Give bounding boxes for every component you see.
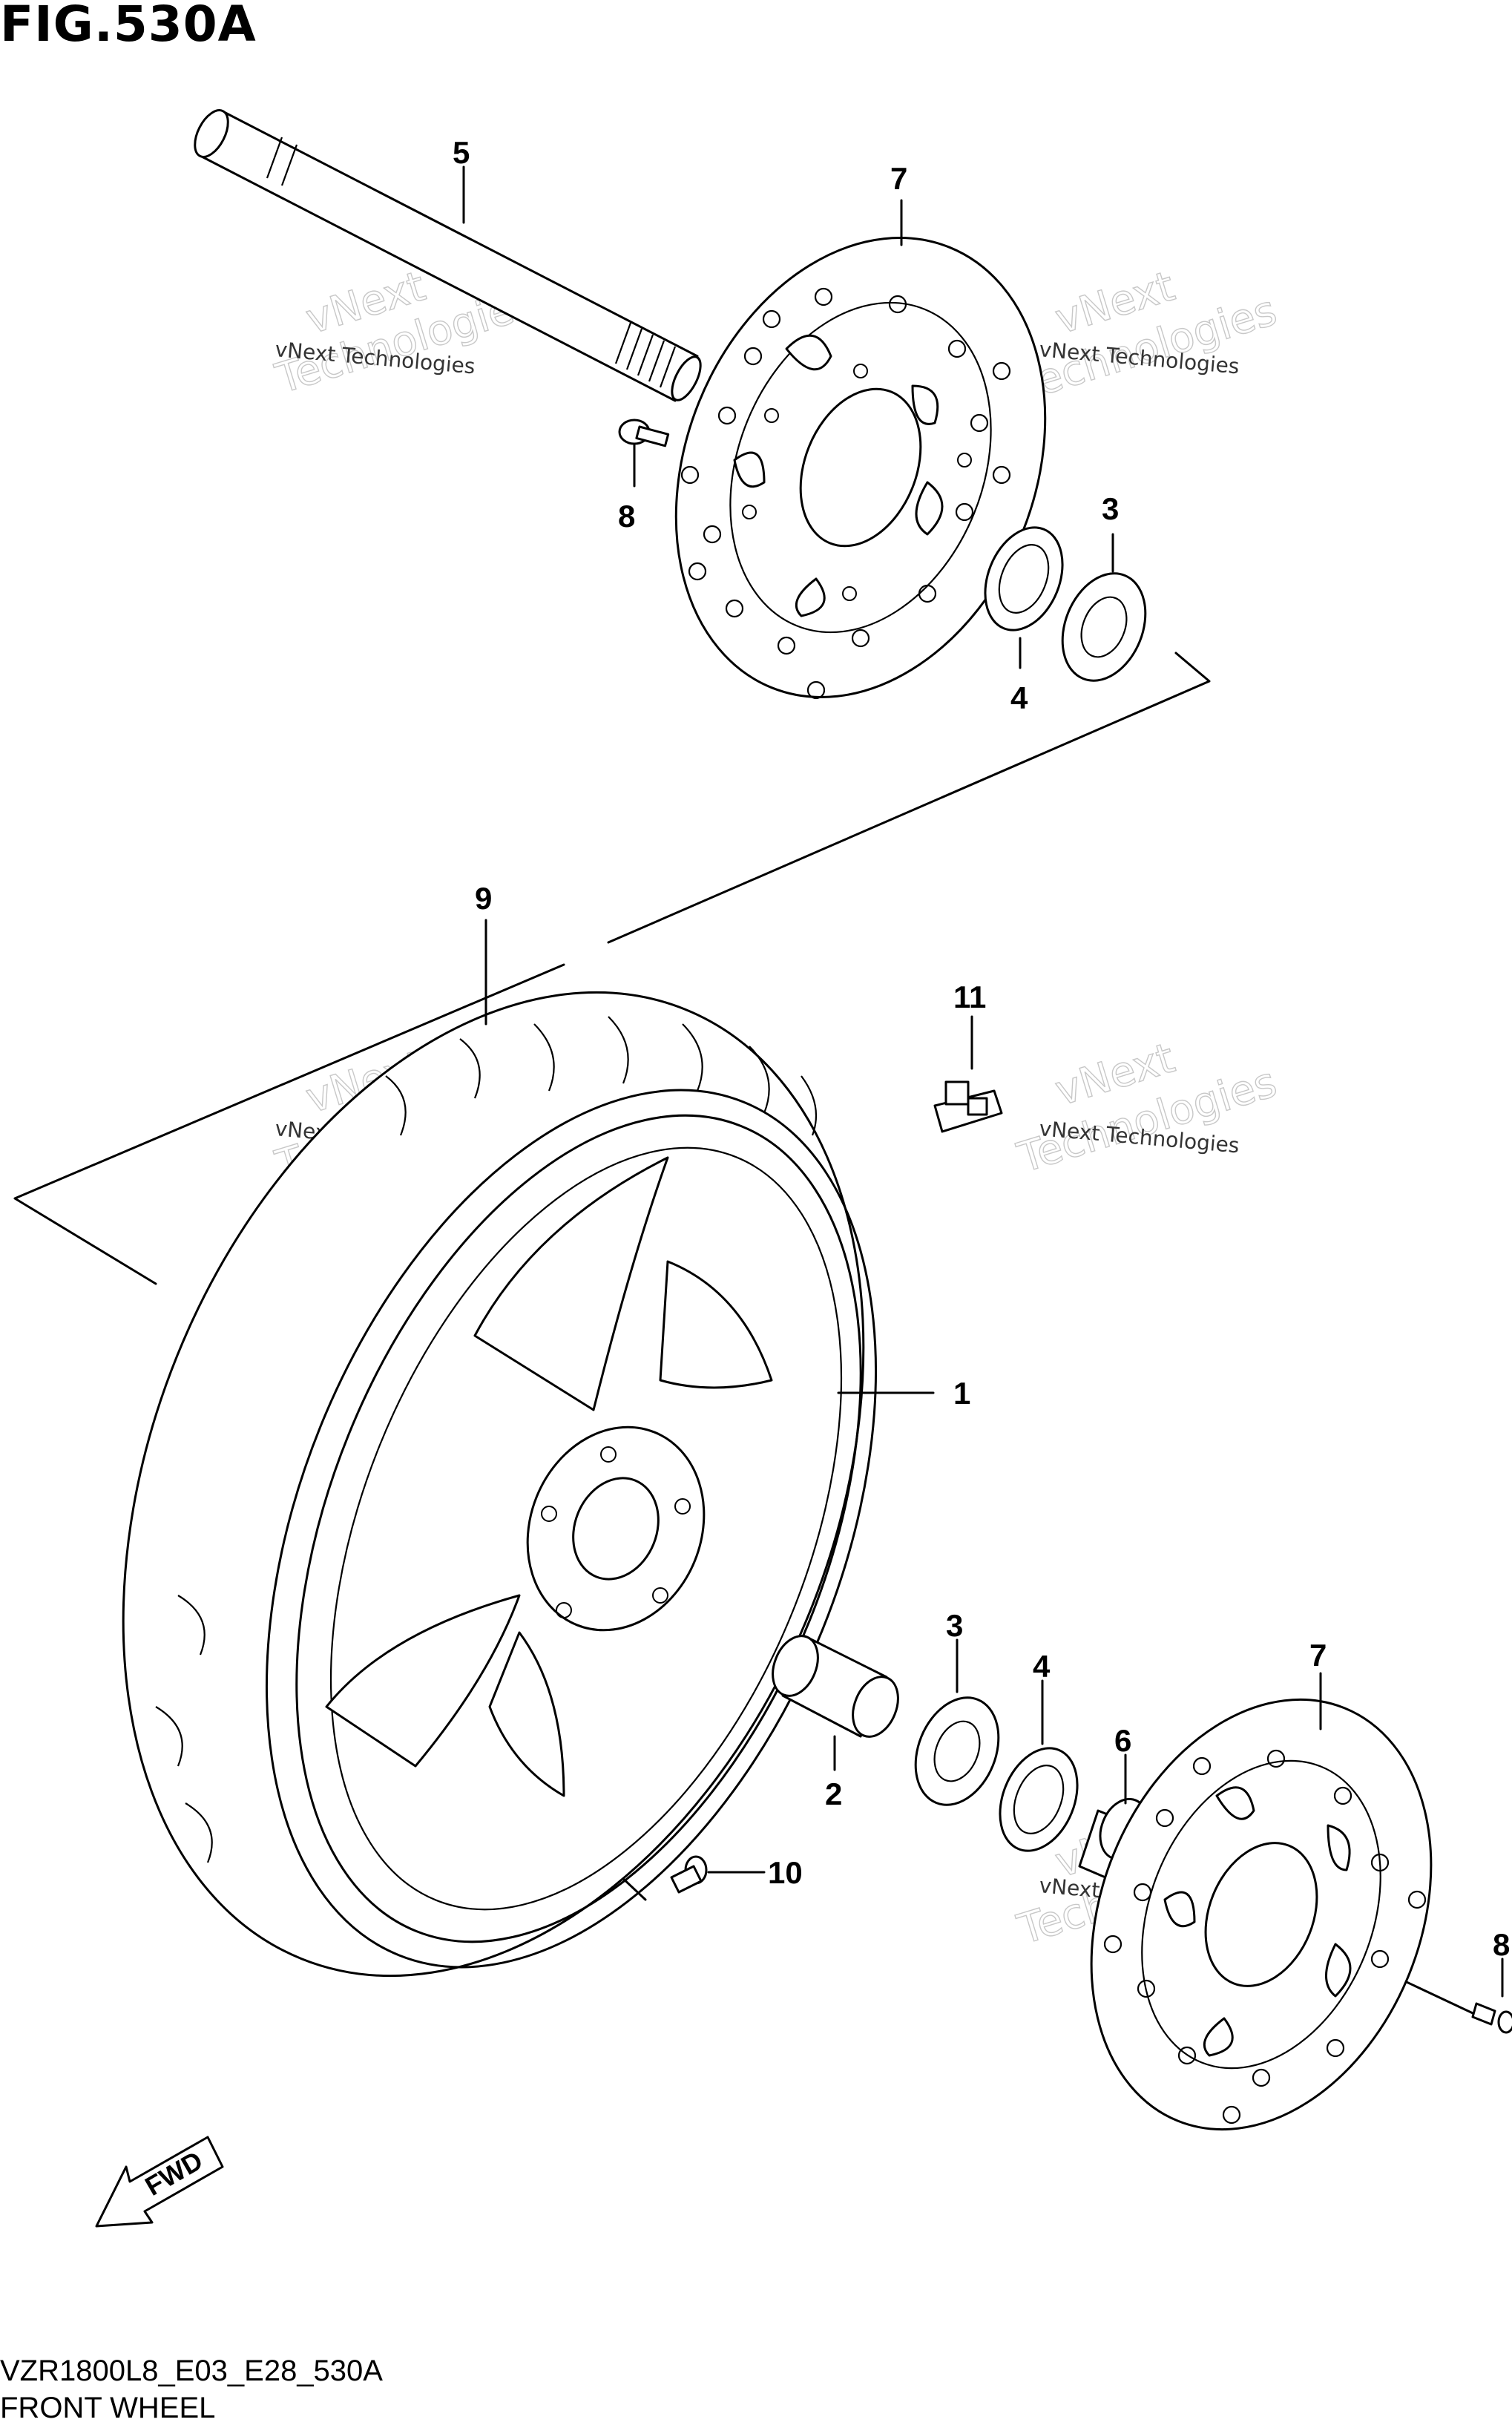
front-wheel-tire	[122, 991, 877, 1978]
callout-labels: 5 7 3 4 8 9 11 1 2 3 4 6 7 10 8	[453, 135, 1510, 1962]
callout-9: 9	[475, 881, 492, 916]
callout-8-top: 8	[618, 499, 635, 534]
figure-caption: FRONT WHEEL	[0, 2392, 216, 2424]
callout-3-bottom: 3	[946, 1608, 963, 1643]
callout-11: 11	[953, 980, 986, 1014]
balance-weight	[933, 1080, 1003, 1133]
oil-seal-bottom	[999, 1747, 1079, 1852]
bearing-bottom	[914, 1696, 1000, 1806]
spacer	[772, 1635, 899, 1738]
callout-3-top: 3	[1102, 491, 1119, 526]
fwd-arrow-icon: FWD	[95, 2136, 224, 2228]
figure-code: VZR1800L8_E03_E28_530A	[0, 2355, 383, 2387]
axle-part	[194, 109, 702, 402]
callout-7-bottom: 7	[1309, 1638, 1327, 1673]
tire-valve	[670, 1855, 708, 1894]
leader-lines	[462, 165, 1504, 1998]
callout-4-top: 4	[1010, 680, 1028, 715]
bolt-bottom	[1471, 2002, 1512, 2034]
callout-8-bottom: 8	[1493, 1927, 1510, 1962]
brake-disc-bottom	[1090, 1698, 1433, 2131]
bolt-top	[618, 419, 670, 447]
callout-1: 1	[953, 1376, 970, 1411]
callout-2: 2	[825, 1776, 842, 1811]
figure-title: FIG.530A	[0, 0, 257, 53]
callout-10: 10	[768, 1855, 803, 1890]
callout-6: 6	[1114, 1723, 1131, 1758]
oil-seal-top	[984, 526, 1064, 631]
callout-5: 5	[453, 135, 470, 170]
brake-disc-top	[674, 237, 1047, 700]
bearing-top	[1061, 572, 1147, 682]
callout-4-bottom: 4	[1033, 1649, 1051, 1684]
callout-7-top: 7	[890, 161, 907, 196]
